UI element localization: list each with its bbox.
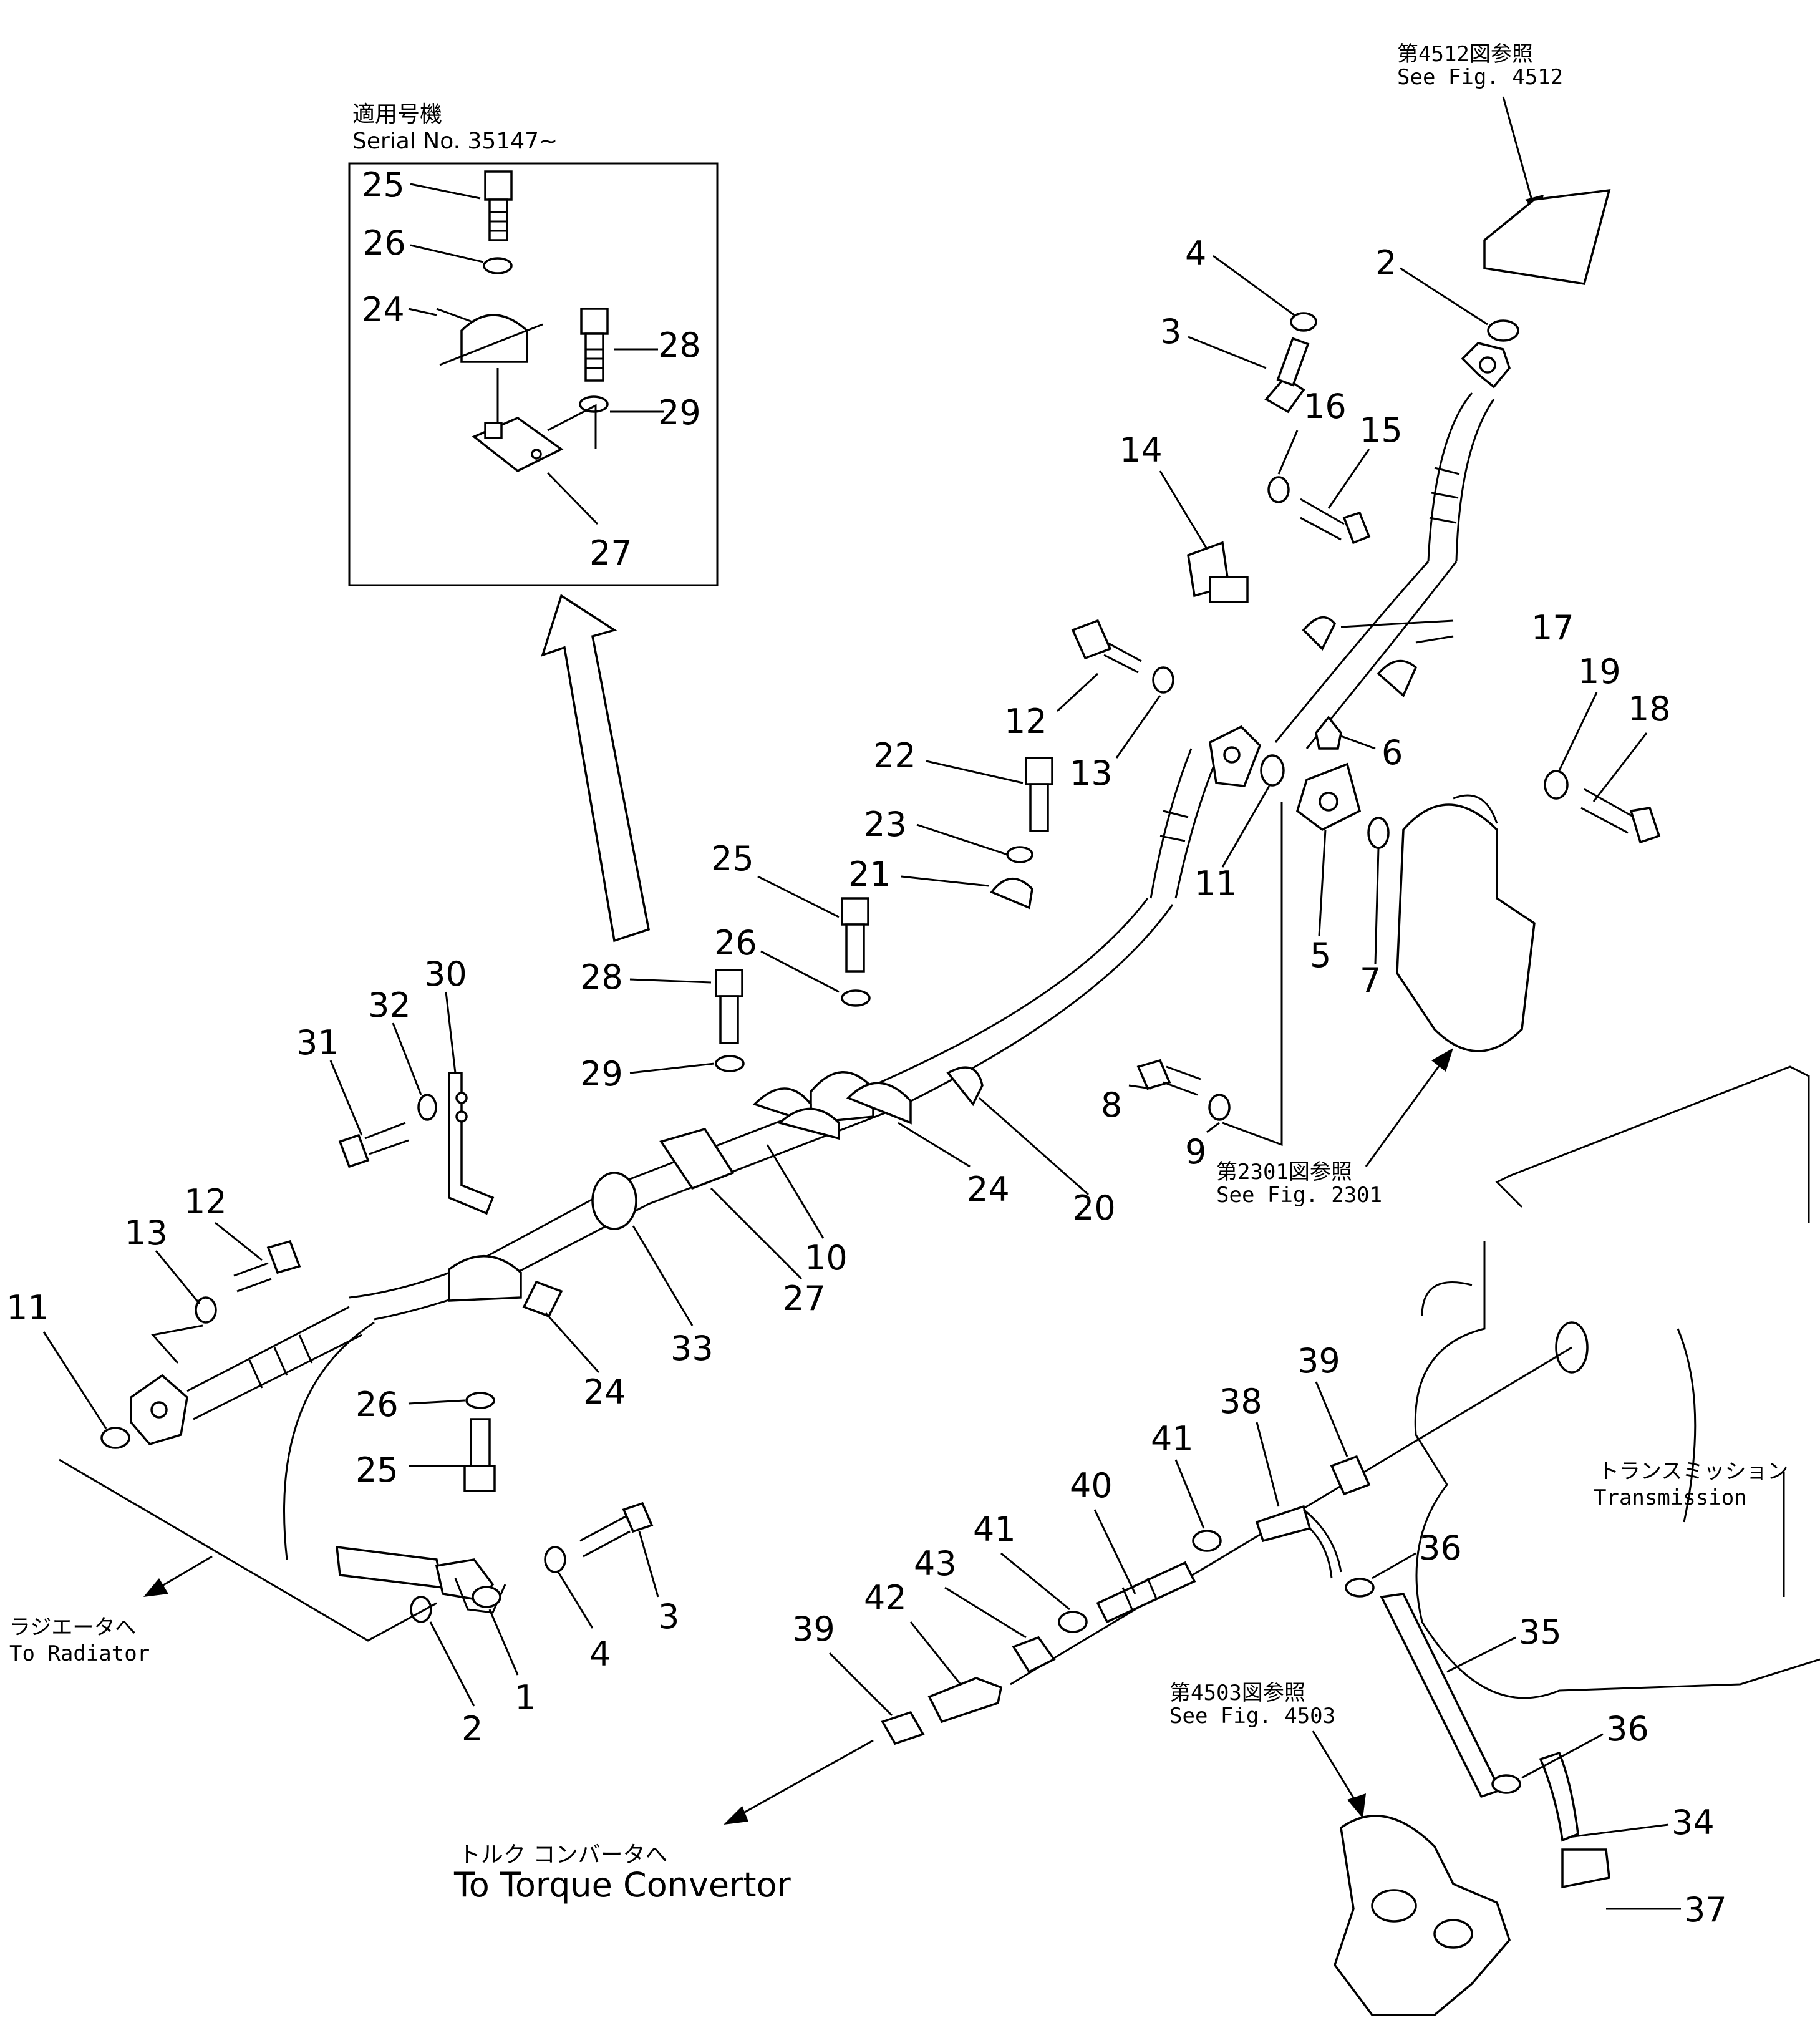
callout-label: 24 bbox=[583, 1372, 626, 1412]
callout-label: 26 bbox=[356, 1385, 399, 1424]
callout-label: 32 bbox=[368, 986, 411, 1025]
dest-transmission-en: Transmission bbox=[1594, 1485, 1747, 1510]
middle-flange-block bbox=[990, 619, 1661, 1147]
callout-label: 8 bbox=[1101, 1085, 1122, 1125]
clamp-icon bbox=[460, 314, 528, 363]
dest-radiator-en: To Radiator bbox=[9, 1641, 150, 1666]
callout-label: 19 bbox=[1578, 652, 1621, 691]
radiator-hose bbox=[59, 1240, 654, 1642]
transmission-housing bbox=[1414, 1065, 1820, 1699]
callout-label: 39 bbox=[1297, 1341, 1340, 1380]
callout-label: 11 bbox=[1194, 864, 1237, 903]
callout-label: 7 bbox=[1360, 961, 1381, 1000]
callout-label: 12 bbox=[184, 1182, 227, 1221]
callout-label: 15 bbox=[1360, 410, 1403, 450]
callout-label: 28 bbox=[658, 326, 701, 365]
ref-note-en: See Fig. 4512 bbox=[1397, 65, 1563, 90]
callout-label: 2 bbox=[1375, 243, 1396, 283]
component-outline-2301 bbox=[1396, 794, 1536, 1052]
callout-label: 11 bbox=[6, 1288, 49, 1327]
callout-label: 38 bbox=[1219, 1382, 1262, 1421]
callout-label: 26 bbox=[363, 223, 406, 263]
callout-label: 41 bbox=[973, 1510, 1016, 1549]
callout-label: 14 bbox=[1120, 430, 1163, 470]
callout-label: 28 bbox=[580, 958, 623, 997]
callout-label: 13 bbox=[125, 1213, 168, 1253]
callout-label: 27 bbox=[783, 1279, 826, 1318]
callout-label: 34 bbox=[1672, 1803, 1715, 1842]
callout-label: 29 bbox=[658, 393, 701, 432]
upper-hose-assembly bbox=[1187, 312, 1519, 749]
callout-label: 10 bbox=[805, 1238, 848, 1278]
fitting-line bbox=[724, 1346, 1610, 1889]
callout-label: 20 bbox=[1073, 1188, 1116, 1228]
callout-label: 25 bbox=[711, 839, 754, 878]
inset-pointer-arrow bbox=[541, 594, 651, 943]
callout-label: 30 bbox=[424, 954, 467, 994]
callout-label: 31 bbox=[296, 1023, 339, 1062]
callout-label: 37 bbox=[1684, 1890, 1727, 1929]
callout-label: 39 bbox=[792, 1609, 835, 1649]
ref-note-en: See Fig. 2301 bbox=[1216, 1183, 1382, 1208]
washer-icon bbox=[483, 257, 513, 274]
callout-label: 1 bbox=[515, 1678, 536, 1717]
callout-label: 33 bbox=[670, 1329, 714, 1368]
component-outline-4503 bbox=[1334, 1815, 1511, 2016]
callout-label: 22 bbox=[873, 736, 916, 775]
callout-label: 16 bbox=[1304, 387, 1347, 426]
main-pipe bbox=[338, 897, 1174, 1492]
callout-label: 4 bbox=[589, 1634, 611, 1674]
callout-label: 3 bbox=[1160, 312, 1181, 351]
dest-torque-en: To Torque Convertor bbox=[453, 1865, 791, 1904]
ref-note-en: See Fig. 4503 bbox=[1169, 1704, 1335, 1729]
callout-label: 29 bbox=[580, 1054, 623, 1094]
callout-label: 3 bbox=[658, 1597, 679, 1636]
callout-label: 2 bbox=[462, 1709, 483, 1749]
ref-note-ja: 第4503図参照 bbox=[1169, 1681, 1305, 1705]
ref-fig-2301: 第2301図参照 See Fig. 2301 bbox=[1216, 1048, 1453, 1208]
dest-torque-ja: トルク コンバータへ bbox=[458, 1842, 667, 1868]
callout-label: 36 bbox=[1419, 1528, 1462, 1568]
callout-label: 13 bbox=[1070, 754, 1113, 793]
callout-label: 23 bbox=[864, 805, 907, 844]
callout-label: 5 bbox=[1310, 936, 1331, 975]
bolt-icon bbox=[484, 170, 513, 201]
callout-label: 4 bbox=[1185, 234, 1206, 273]
callout-label: 21 bbox=[848, 855, 891, 894]
ref-note-ja: 第4512図参照 bbox=[1397, 42, 1533, 67]
callout-label: 6 bbox=[1382, 733, 1403, 772]
ref-note-ja: 第2301図参照 bbox=[1216, 1160, 1352, 1185]
inset-note-ja: 適用号機 bbox=[352, 102, 442, 127]
inset-serial-box: 適用号機 Serial No. 35147~ 25 26 24 28 2 bbox=[348, 102, 719, 586]
callout-label: 24 bbox=[967, 1170, 1010, 1209]
dest-transmission-ja: トランスミッション bbox=[1598, 1459, 1788, 1484]
callout-label: 43 bbox=[914, 1544, 957, 1583]
callout-label: 18 bbox=[1628, 689, 1671, 729]
callout-label: 12 bbox=[1004, 702, 1047, 741]
callout-labels: 4 2 3 16 15 14 17 12 13 19 18 22 6 23 11… bbox=[6, 234, 1727, 1929]
callout-label: 25 bbox=[362, 165, 405, 205]
inset-note-en: Serial No. 35147~ bbox=[352, 129, 558, 154]
callout-label: 9 bbox=[1185, 1132, 1206, 1172]
callout-label: 27 bbox=[589, 533, 632, 573]
dest-radiator-ja: ラジエータへ bbox=[9, 1615, 136, 1640]
callout-label: 26 bbox=[714, 923, 757, 963]
ref-fig-4512: 第4512図参照 See Fig. 4512 bbox=[1397, 42, 1611, 285]
ref-fig-4503: 第4503図参照 See Fig. 4503 bbox=[1169, 1681, 1366, 1818]
callout-label: 36 bbox=[1606, 1709, 1649, 1749]
callout-label: 40 bbox=[1070, 1466, 1113, 1505]
callout-label: 17 bbox=[1531, 608, 1574, 648]
callout-label: 24 bbox=[362, 290, 405, 329]
callout-label: 25 bbox=[356, 1450, 399, 1490]
callout-label: 35 bbox=[1519, 1613, 1562, 1652]
callout-label: 41 bbox=[1151, 1419, 1194, 1458]
callout-label: 42 bbox=[864, 1578, 907, 1618]
